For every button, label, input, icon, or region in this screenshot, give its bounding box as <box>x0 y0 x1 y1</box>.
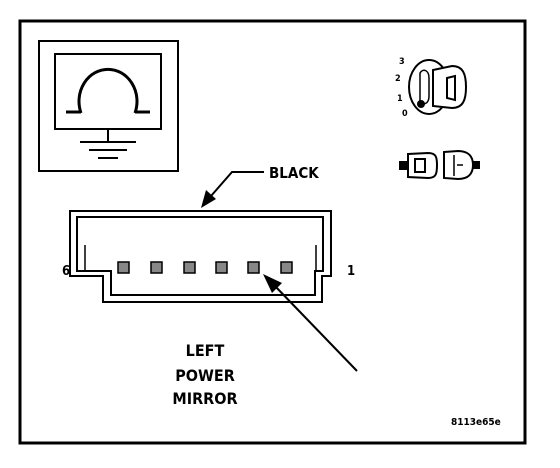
ignition-position-1: 1 <box>397 94 403 104</box>
figure-code: 8113e65e <box>451 417 501 428</box>
component-label-line2: POWER <box>175 366 235 385</box>
ignition-position-2: 2 <box>395 74 401 84</box>
pin-6-label: 6 <box>62 264 70 279</box>
component-label-line3: MIRROR <box>172 389 237 408</box>
pin-1-label: 1 <box>347 264 355 279</box>
ignition-key-icon: 3 2 1 0 <box>395 57 468 119</box>
connector-cavities <box>117 261 293 274</box>
ignition-position-3: 3 <box>399 57 405 67</box>
cavity-1 <box>280 261 293 274</box>
pointer-arrow <box>263 274 358 372</box>
connector-disconnected-icon <box>399 149 480 181</box>
connector-body <box>69 210 332 303</box>
cavity-6 <box>117 261 130 274</box>
ohmmeter-ground-icon <box>38 40 179 172</box>
cavity-3 <box>215 261 228 274</box>
connector-color-label: BLACK <box>269 164 319 182</box>
cavity-5 <box>150 261 163 274</box>
black-leader <box>201 171 264 208</box>
cavity-4 <box>183 261 196 274</box>
ignition-position-0: 0 <box>402 109 408 119</box>
diagram-frame <box>18 19 527 445</box>
cavity-2 <box>247 261 260 274</box>
component-label-line1: LEFT <box>186 341 225 360</box>
